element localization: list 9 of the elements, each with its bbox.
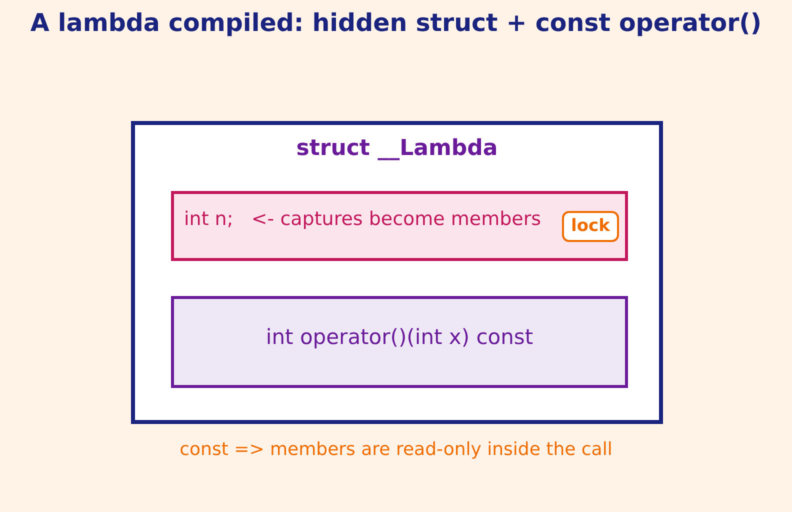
diagram-caption: const => members are read-only inside the call bbox=[180, 439, 612, 460]
member-box bbox=[171, 191, 628, 261]
struct-name: struct __Lambda bbox=[295, 136, 499, 161]
lock-tag: lock bbox=[562, 211, 619, 242]
struct-box bbox=[131, 121, 663, 424]
diagram-title: A lambda compiled: hidden struct + const operator() bbox=[30, 8, 762, 37]
member-declaration: int n; <- captures become members bbox=[184, 208, 542, 230]
method-signature: int operator()(int x) const bbox=[264, 325, 534, 349]
method-box bbox=[171, 296, 628, 388]
